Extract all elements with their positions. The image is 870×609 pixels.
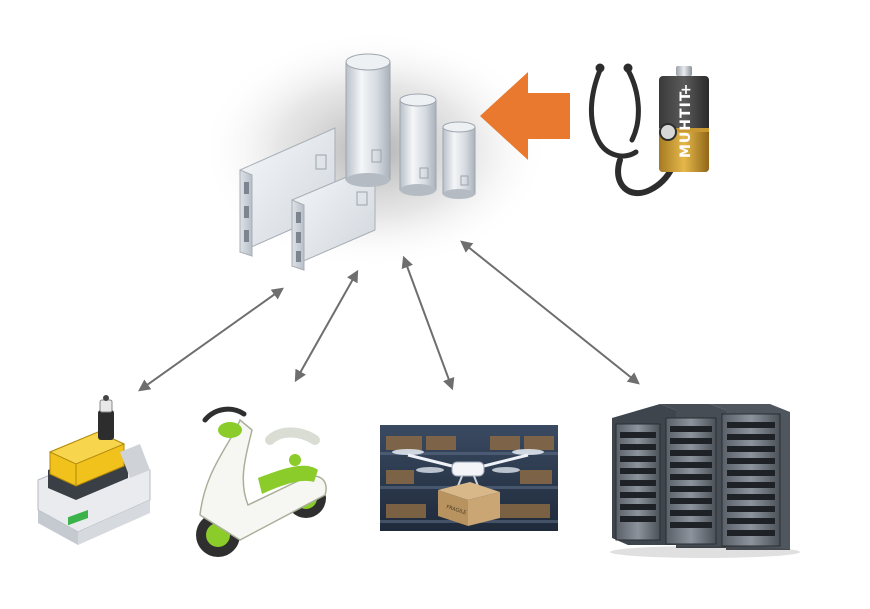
drone-package: FRAGILE xyxy=(438,482,500,526)
cylindrical-cell-medium xyxy=(399,93,437,196)
e-scooter-illustration xyxy=(196,406,327,557)
server-rack-1 xyxy=(615,423,661,541)
stethoscope-chestpiece xyxy=(659,123,677,141)
server-rack-3 xyxy=(721,413,781,547)
test-battery-icon: MUHTIT + xyxy=(659,66,709,172)
link-e-scooter xyxy=(294,269,359,383)
link-agv-robot xyxy=(138,287,284,392)
warehouse-drone-photo: FRAGILE xyxy=(380,425,558,531)
battery-plus-sign: + xyxy=(680,82,692,98)
stethoscope-icon xyxy=(588,63,675,197)
battery-health-check-icon: MUHTIT + xyxy=(588,63,709,197)
agv-robot-illustration xyxy=(37,395,151,545)
pouch-cell-front xyxy=(291,164,376,271)
battery-label: MUHTIT xyxy=(678,91,694,158)
drone-icon xyxy=(392,449,544,487)
warehouse-shelves xyxy=(386,436,554,518)
link-server-racks xyxy=(460,240,640,385)
server-rack-2 xyxy=(665,417,717,545)
link-warehouse-drone xyxy=(401,255,455,391)
cylindrical-cell-small xyxy=(442,121,476,199)
cylindrical-cell-large xyxy=(345,53,391,187)
orange-input-arrow xyxy=(480,72,570,160)
connection-links xyxy=(138,240,640,392)
battery-cells-cluster xyxy=(200,30,550,271)
server-racks-illustration xyxy=(610,404,800,558)
